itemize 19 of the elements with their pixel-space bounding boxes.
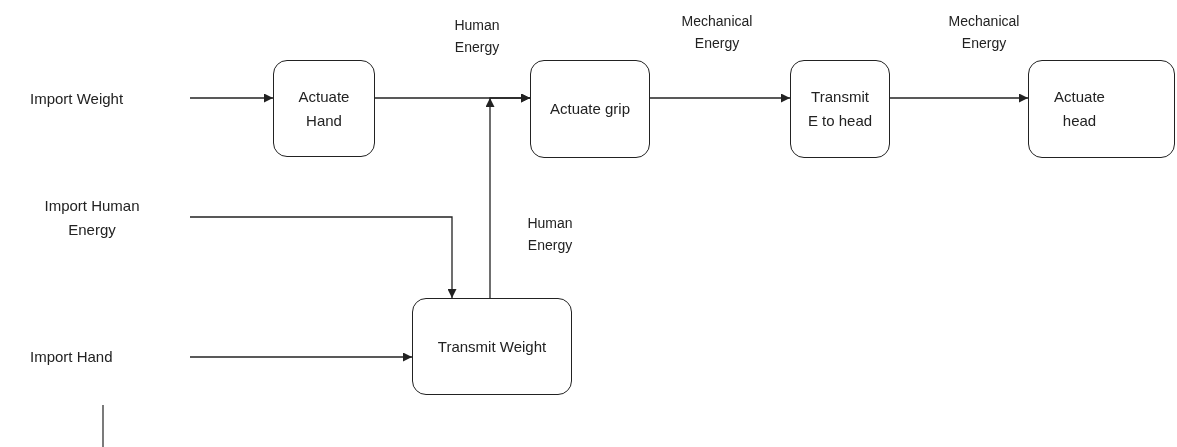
- process-box: [790, 60, 890, 158]
- process-box: [412, 298, 572, 395]
- arrow: [649, 93, 791, 103]
- process-label: Actuate Hand: [297, 86, 351, 131]
- process-label: Actuate head: [1053, 87, 1106, 131]
- input-label: Import Human Energy: [43, 196, 141, 240]
- process-box: [530, 60, 650, 158]
- arrow: [889, 93, 1029, 103]
- process-box: [273, 60, 375, 157]
- process-label: Transmit E to head: [807, 87, 873, 131]
- arrow: [189, 352, 413, 362]
- input-label: Import Hand: [30, 347, 113, 367]
- arrow: [486, 94, 531, 299]
- process-label: Transmit Weight: [437, 336, 547, 357]
- arrow: [189, 216, 457, 299]
- input-label: Import Weight: [30, 89, 124, 109]
- process-label: Actuate grip: [549, 99, 630, 119]
- arrow: [189, 93, 274, 103]
- process-box: [1028, 60, 1175, 158]
